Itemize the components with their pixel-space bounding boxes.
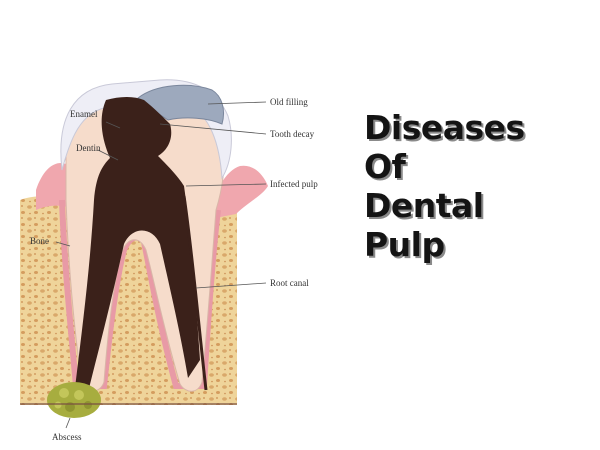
title-line-1: Diseases	[364, 108, 525, 147]
leader-dentin	[97, 149, 119, 161]
label-infected-pulp: Infected pulp	[270, 179, 318, 189]
abscess	[47, 382, 101, 418]
title-line-2: Of	[364, 147, 406, 186]
label-old-filling: Old filling	[270, 97, 308, 107]
label-tooth-decay: Tooth decay	[270, 129, 315, 139]
leader-infected-pulp	[185, 183, 267, 187]
page-title: Diseases Of Dental Pulp	[364, 108, 525, 264]
gum-right	[205, 165, 268, 220]
label-enamel: Enamel	[70, 109, 98, 119]
title-line-4: Pulp	[364, 225, 445, 264]
label-bone: Bone	[30, 236, 49, 246]
leader-tooth-decay	[159, 123, 267, 135]
pulp-canal-right	[182, 195, 208, 391]
leader-abscess	[65, 417, 71, 429]
label-abscess: Abscess	[52, 432, 82, 442]
leader-bone	[55, 241, 71, 247]
title-line-3: Dental	[364, 186, 484, 225]
infected-pulp	[74, 97, 200, 396]
label-root-canal: Root canal	[270, 278, 309, 288]
leader-enamel	[105, 121, 121, 129]
leader-old-filling	[207, 101, 267, 105]
label-dentin: Dentin	[76, 143, 101, 153]
leader-root-canal	[195, 282, 267, 289]
